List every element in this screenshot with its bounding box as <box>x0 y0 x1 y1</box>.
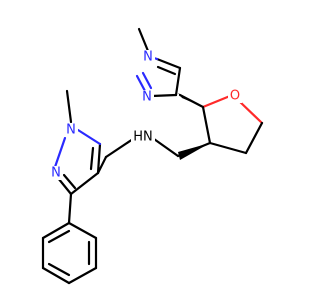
stereo-wedge-c3 <box>178 143 210 160</box>
bond-thf-c2-o <box>201 94 232 109</box>
bond-thf-c4-c3 <box>208 141 248 155</box>
atom-n-methyl-top: N <box>143 50 153 65</box>
atom-n-left: N <box>51 166 61 181</box>
atom-n-top: N <box>142 90 152 105</box>
bond-top-n2-c3 <box>150 93 178 98</box>
bond-ph-1-2 <box>67 221 98 240</box>
bond-top-n1-n2 <box>141 71 153 90</box>
bond-left-c3-c4 <box>69 171 100 196</box>
bond-thf-c3-c2 <box>201 105 212 145</box>
bond-left-n1-n2 <box>53 136 67 169</box>
atom-label-layer: N N O HN N N <box>49 50 242 181</box>
bond-thf-o-c5 <box>236 98 264 125</box>
bond-top-n1-n2-double <box>135 74 147 93</box>
bond-ph-4-5 <box>41 266 71 285</box>
bond-top-c4-c5 <box>155 57 182 70</box>
atom-amine: HN <box>133 130 153 145</box>
bond-ph-6-1-double <box>47 229 71 244</box>
bond-layer <box>41 27 264 285</box>
stereo-wedge-c2 <box>178 93 203 107</box>
bond-methyl-left <box>65 89 73 124</box>
bond-left-n2-c3-double <box>62 173 77 190</box>
bond-left-c5-n1 <box>76 128 102 146</box>
bond-ch2-nh <box>152 137 180 158</box>
bond-ph-4-5-double <box>47 262 71 277</box>
bond-thf-c5-c4 <box>244 121 264 155</box>
bond-top-c3-c4 <box>174 66 182 97</box>
bond-methyl-top <box>137 27 150 53</box>
atom-n-methyl-left: N <box>66 123 76 138</box>
bond-top-c4-c5-double <box>156 65 177 76</box>
bond-left-c4-c5-double <box>89 146 95 171</box>
bond-left-c4-c5 <box>96 142 102 175</box>
molecule-structure-diagram: N N O HN N N <box>41 27 264 285</box>
bond-ph-6-1 <box>41 221 71 240</box>
bond-pyrazole-phenyl <box>67 192 73 225</box>
bond-left-n2-c3 <box>56 176 73 196</box>
atom-o-ring: O <box>230 89 240 104</box>
bond-ch2-left-pyrazole <box>96 155 108 175</box>
bond-nh-ch2 <box>104 137 135 159</box>
bond-ph-3-4 <box>67 266 98 285</box>
